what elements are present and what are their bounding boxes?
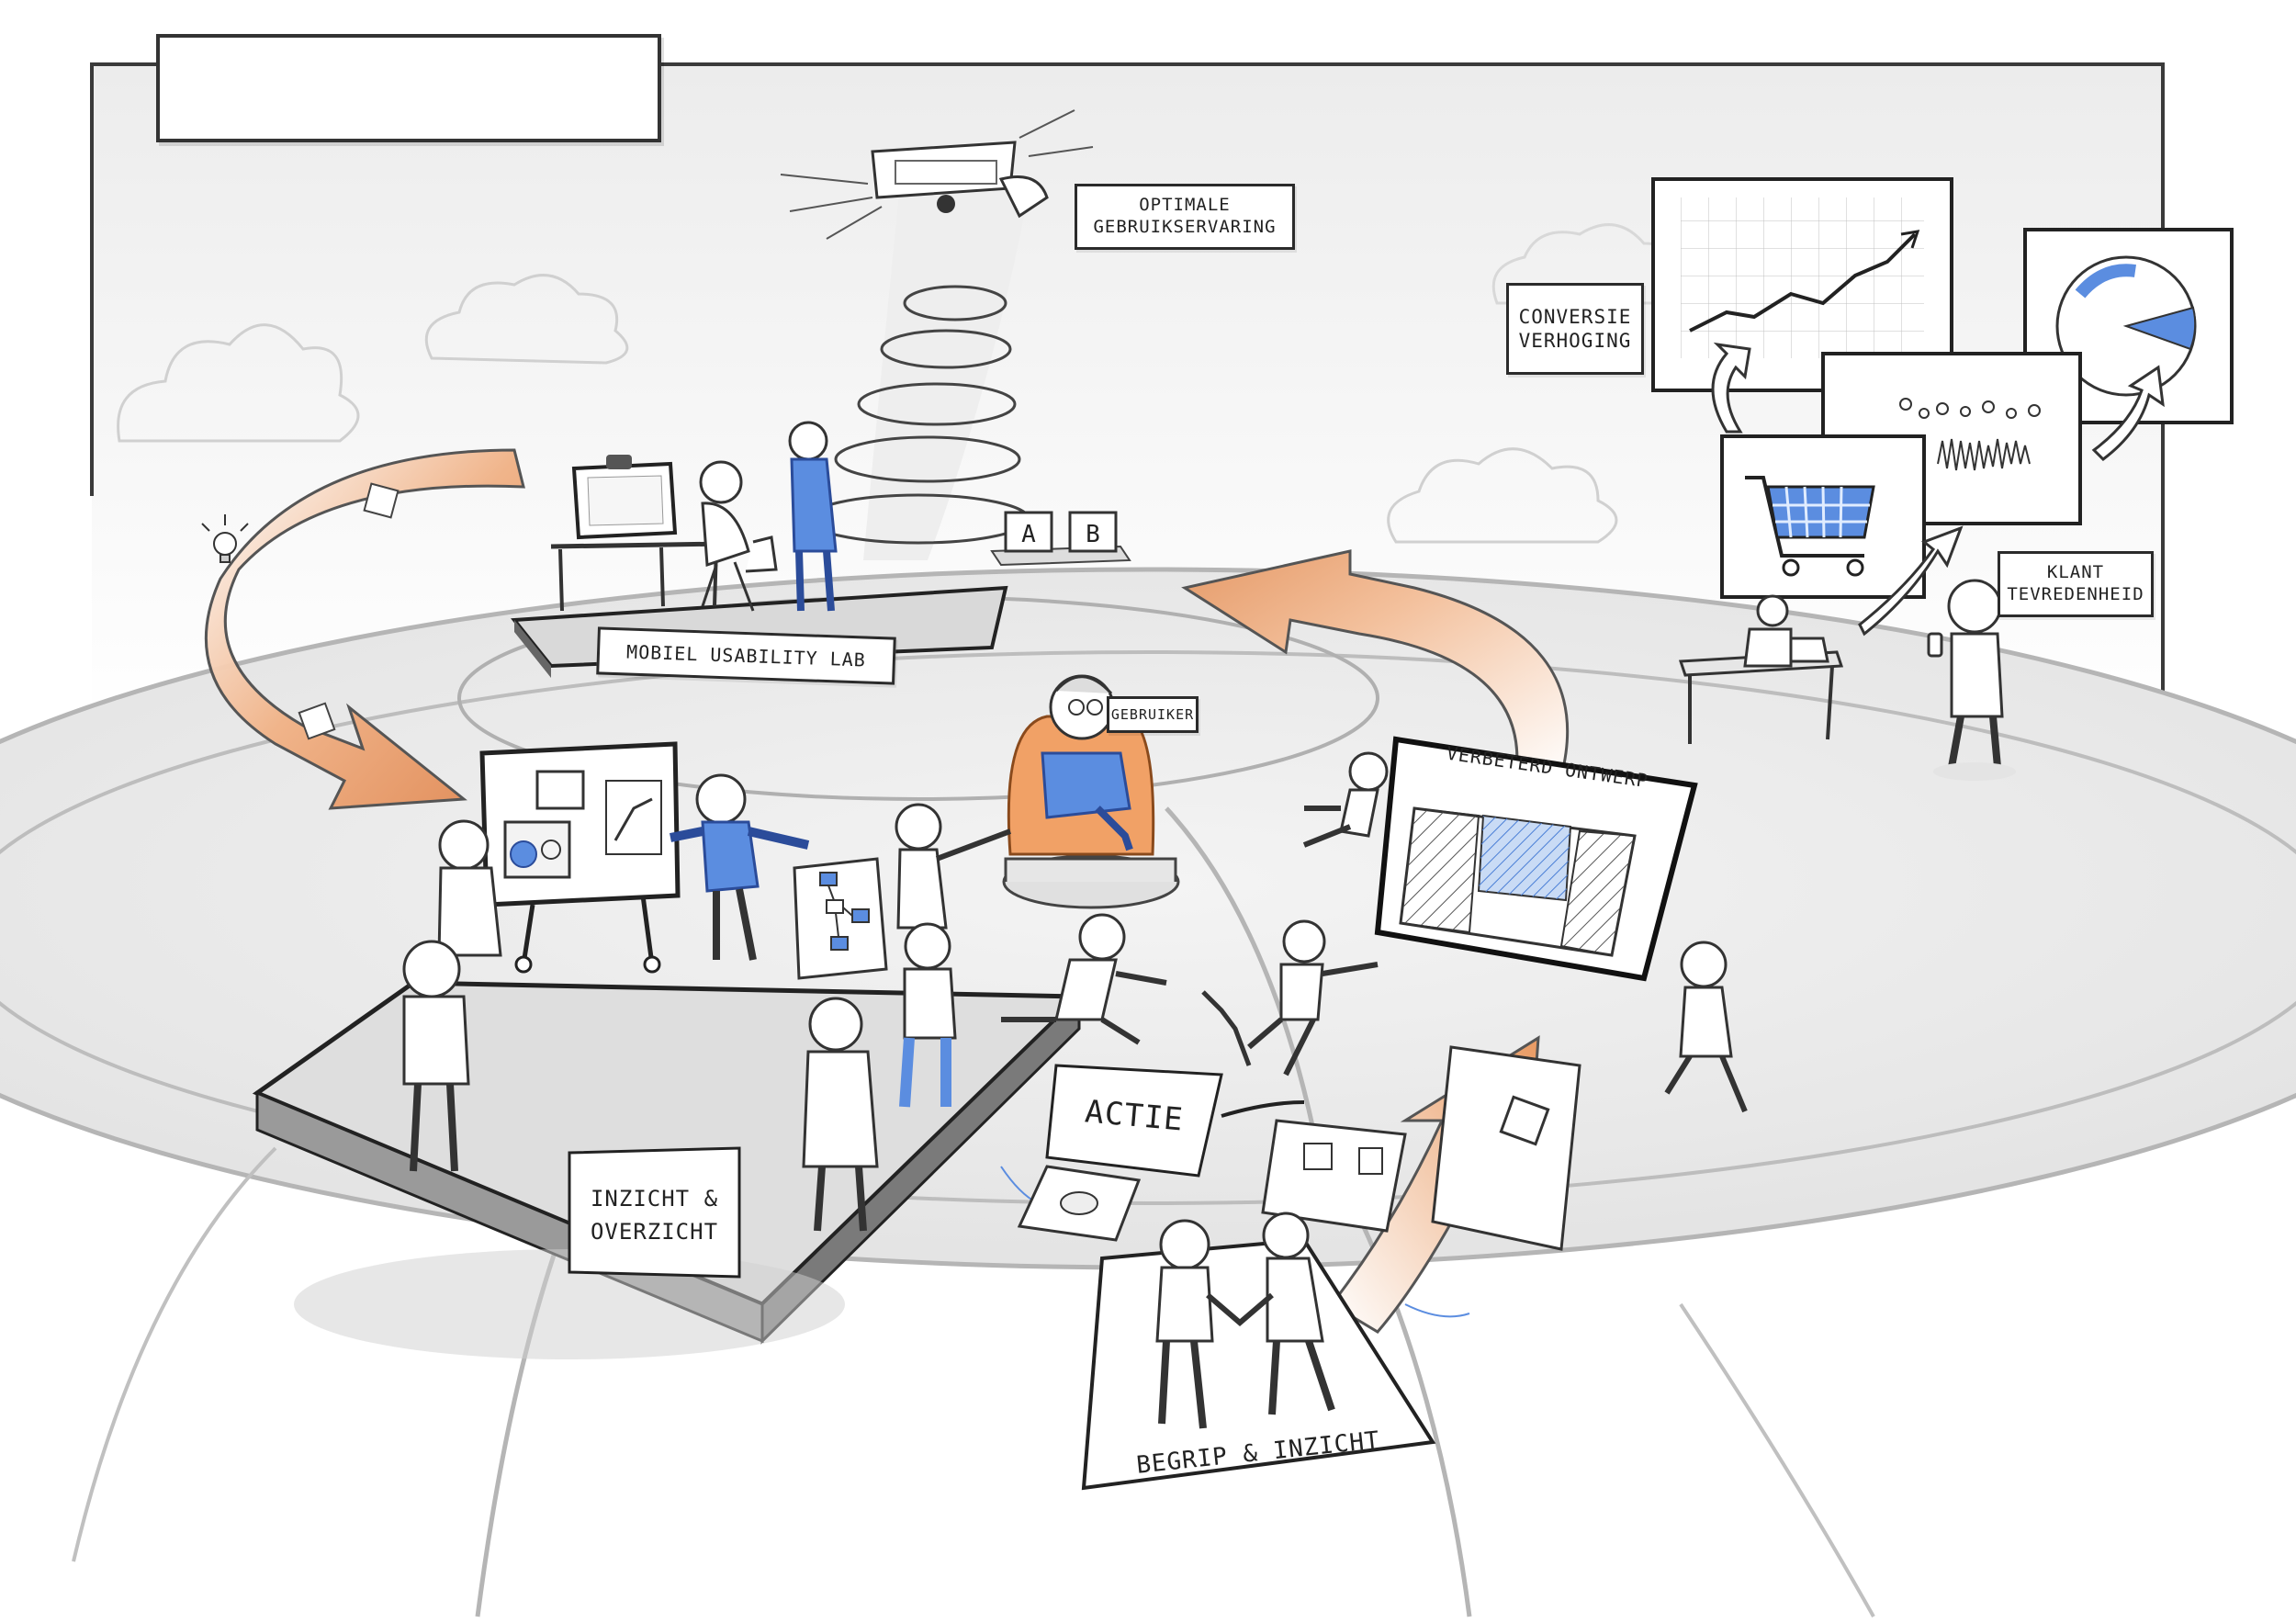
flowchart-sheet — [793, 857, 888, 980]
cloud-left — [117, 323, 360, 443]
ab-card-a: A — [1021, 521, 1036, 548]
optimal-experience-screen — [780, 109, 1094, 240]
pie-chart — [2023, 228, 2234, 424]
orange-arrow-design-to-lab — [1181, 549, 1570, 783]
shopping-cart-panel — [1720, 434, 1926, 599]
label-conversie-verhoging: CONVERSIE VERHOGING — [1506, 283, 1644, 375]
ab-test-cards — [990, 511, 1131, 567]
happy-customer — [1927, 579, 2016, 781]
whiteboard — [479, 741, 681, 974]
action-card — [1045, 1064, 1305, 1178]
handshake-people — [1155, 1212, 1335, 1429]
orange-arrow-lab-to-insight — [204, 448, 525, 810]
insight-sign — [568, 1146, 741, 1279]
title-box — [156, 34, 661, 142]
cloud-right — [1387, 447, 1618, 544]
label-inzicht-overzicht: INZICHT & OVERZICHT — [590, 1185, 719, 1245]
customer-desk — [1678, 594, 1844, 744]
label-optimale-gebruikservaring: OPTIMALE GEBRUIKSERVARING — [1075, 184, 1295, 250]
lightbulb-icon — [201, 514, 249, 563]
user-armchair — [1002, 674, 1180, 909]
dashboard-arrows — [1711, 342, 2165, 637]
conversion-chart — [1651, 177, 1953, 392]
people-carrying-board — [1247, 751, 1748, 1113]
understanding-sheet — [1017, 990, 1581, 1491]
improved-design-board — [1374, 736, 1698, 982]
cloud-middle — [424, 274, 629, 365]
label-gebruiker: GEBRUIKER — [1107, 696, 1199, 733]
ab-card-b: B — [1086, 521, 1100, 548]
label-klant-tevredenheid: KLANT TEVREDENHEID — [1998, 551, 2154, 617]
people-insight-team — [402, 773, 1167, 1232]
